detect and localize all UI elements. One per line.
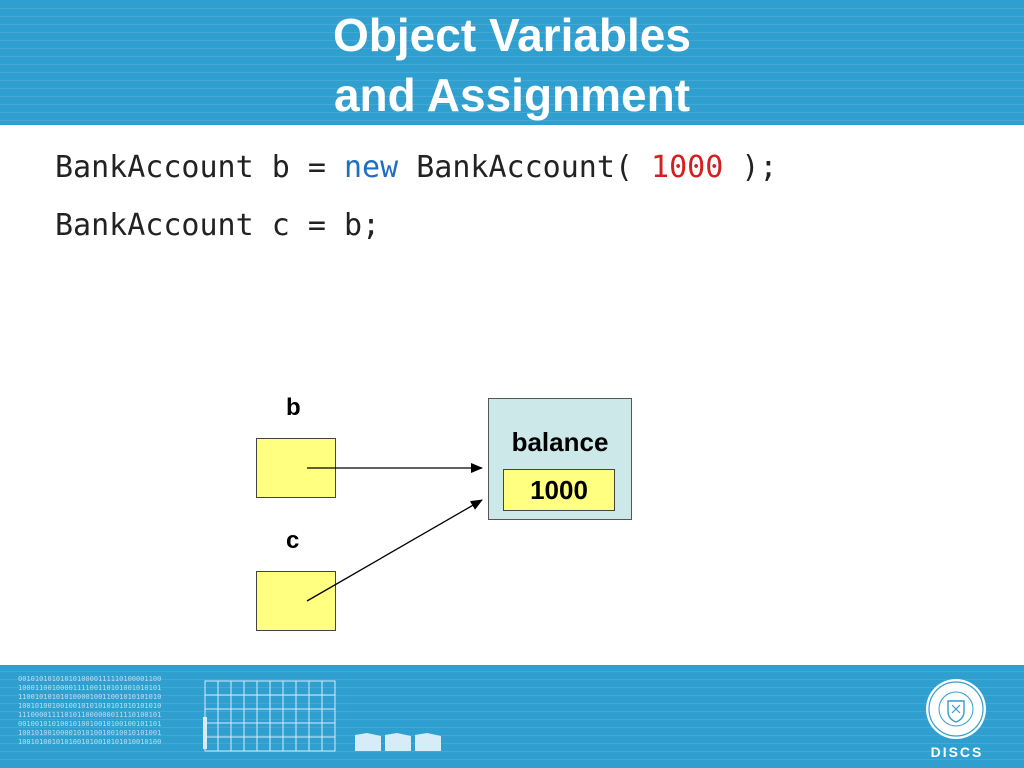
code-text: BankAccount( bbox=[398, 150, 652, 185]
title-bar: Object Variables and Assignment bbox=[0, 0, 1024, 125]
balance-field-value: 1000 bbox=[503, 469, 615, 511]
arrow-c-to-object bbox=[306, 499, 483, 602]
variable-c-box bbox=[256, 571, 336, 631]
variable-b-label: b bbox=[286, 394, 301, 421]
grid-decoration bbox=[203, 680, 441, 752]
code-text: BankAccount b = bbox=[55, 150, 344, 185]
slide-title-line-2: and Assignment bbox=[333, 69, 691, 121]
balance-field-label: balance bbox=[511, 427, 609, 457]
slide-title-line-1: Object Variables bbox=[333, 9, 691, 61]
bank-account-object: balance 1000 bbox=[488, 398, 632, 520]
variable-c-label: c bbox=[286, 527, 300, 554]
discs-logo-text: DISCS bbox=[930, 744, 984, 760]
code-line-1: BankAccount b = new BankAccount( 1000 ); bbox=[55, 150, 777, 186]
code-keyword-new: new bbox=[343, 150, 399, 185]
code-line-2: BankAccount c = b; bbox=[55, 208, 381, 243]
code-text: ); bbox=[723, 150, 778, 185]
code-number-literal: 1000 bbox=[651, 150, 724, 185]
university-seal-icon bbox=[926, 679, 986, 739]
